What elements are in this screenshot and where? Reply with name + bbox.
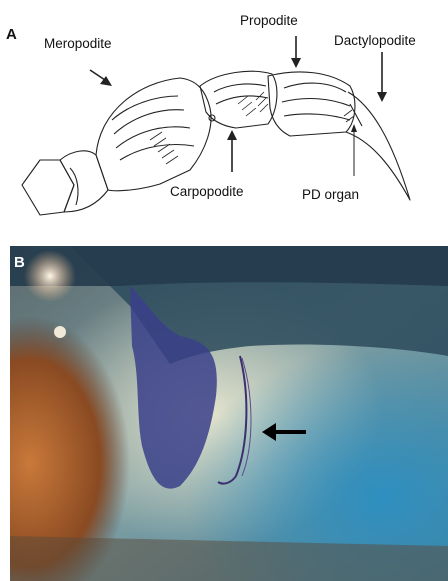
label-carpopodite: Carpopodite (170, 184, 244, 199)
panel-b-letter: B (14, 254, 25, 271)
panel-a-diagram: A (0, 0, 448, 240)
label-meropodite: Meropodite (44, 36, 112, 51)
propodite-segment (268, 72, 355, 136)
label-pd-organ: PD organ (302, 187, 359, 202)
label-propodite: Propodite (240, 13, 298, 28)
meropodite-segment (96, 78, 211, 191)
dissection-photograph (10, 246, 448, 581)
dactylopodite-segment (346, 92, 410, 200)
label-dactylopodite: Dactylopodite (334, 33, 416, 48)
basis-segment (60, 151, 108, 212)
panel-b-photo (10, 246, 448, 581)
